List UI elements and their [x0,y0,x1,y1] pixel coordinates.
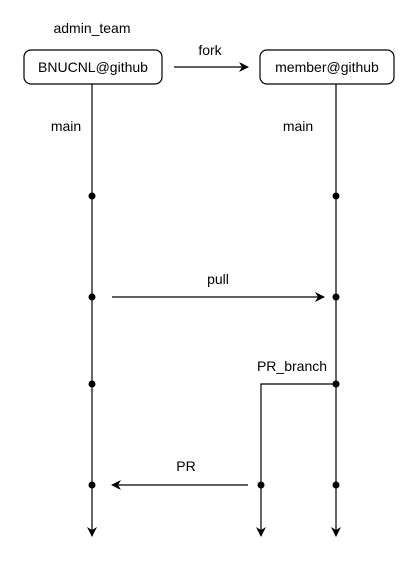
pr-branch-commit [257,481,265,489]
node-upstream-label: BNUCNL@github [38,59,148,75]
fork-label: fork [198,42,222,58]
fork-commit [332,192,340,200]
fork-commit [332,293,340,301]
pr-branch-line [256,383,336,537]
pull-label: pull [207,271,229,287]
upstream-commit [88,293,96,301]
upstream-commit [88,481,96,489]
pr-label: PR [176,458,195,474]
upstream-commit [88,192,96,200]
upstream-commit [88,380,96,388]
pr-branch-label: PR_branch [257,358,327,374]
fork-commit [332,481,340,489]
fork-main-label: main [283,118,313,134]
node-fork: member@github [259,49,395,85]
group-label: admin_team [53,20,130,36]
upstream-main-label: main [51,118,81,134]
node-upstream: BNUCNL@github [23,49,163,85]
node-fork-label: member@github [275,59,379,75]
